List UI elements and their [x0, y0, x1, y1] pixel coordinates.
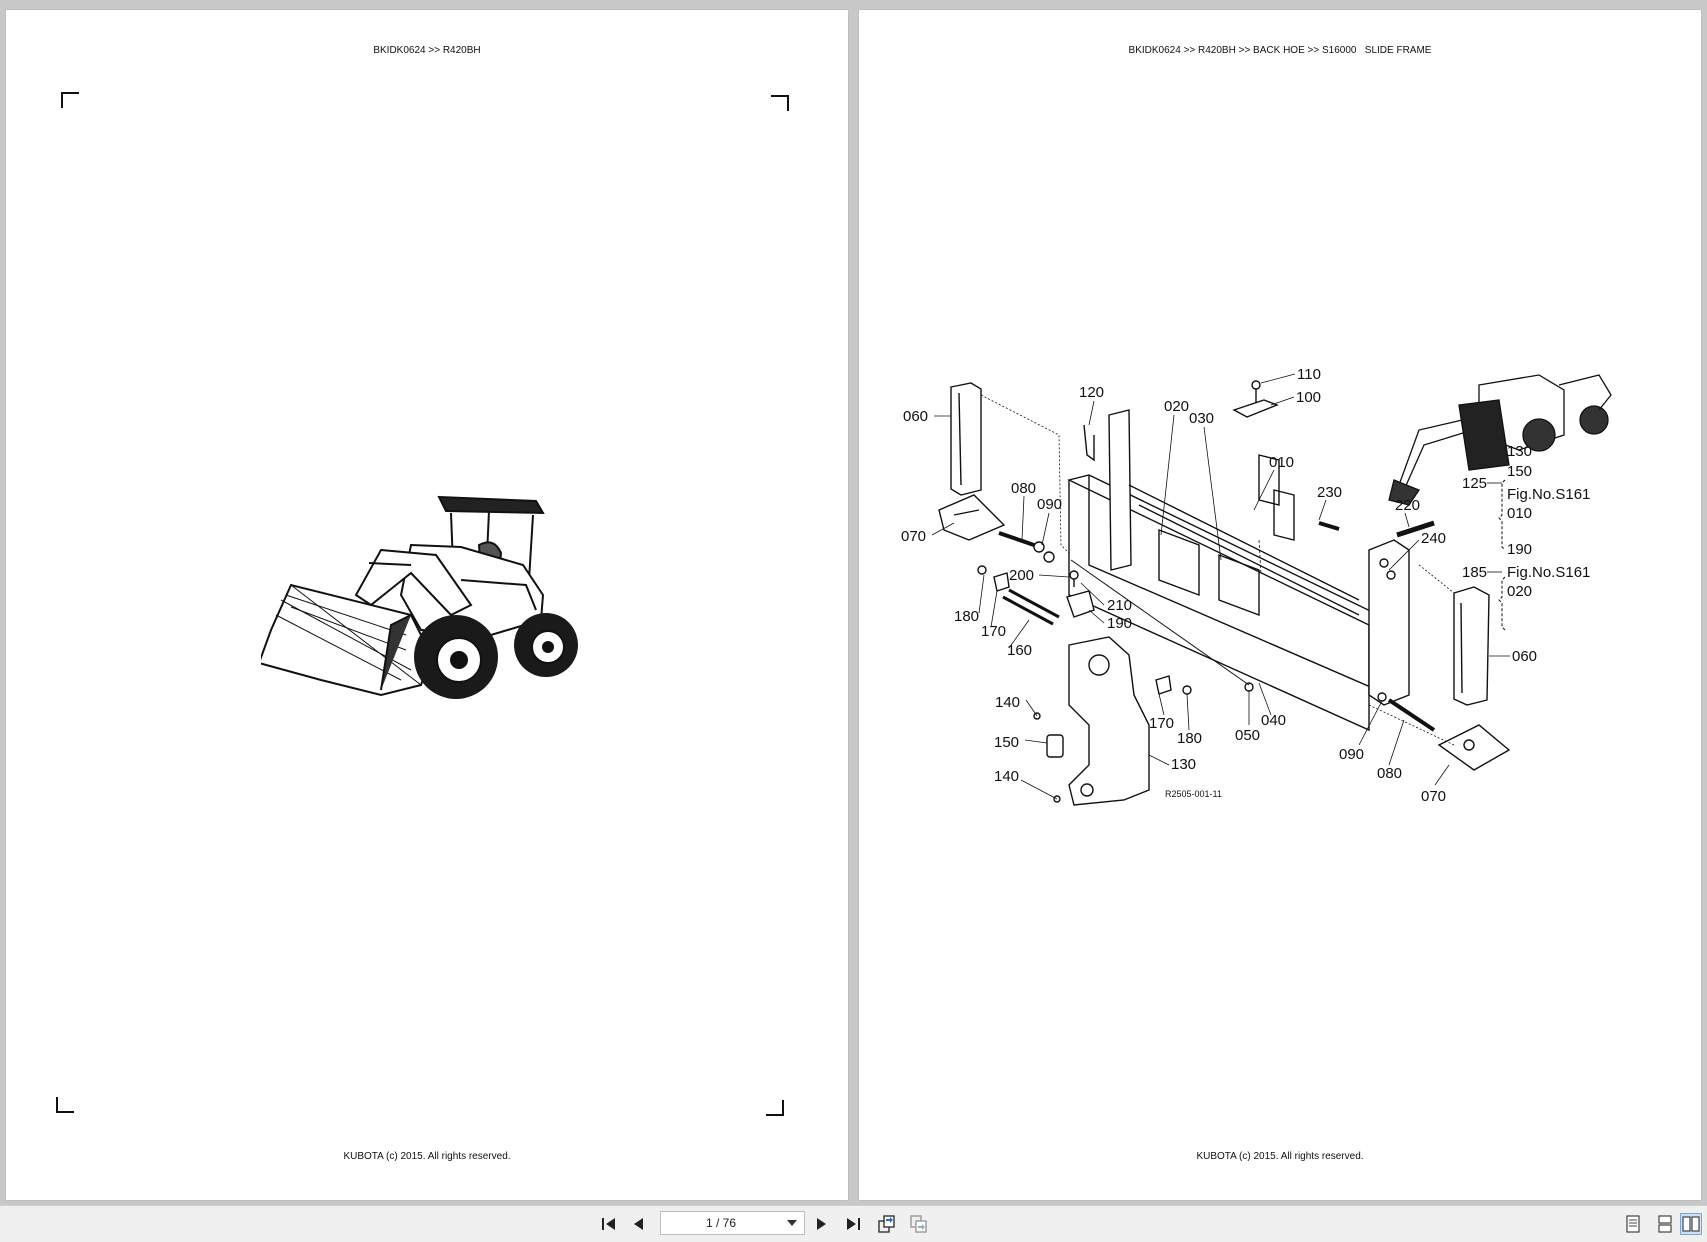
crop-mark-top-left [61, 92, 79, 108]
callout-080-right: 080 [1377, 765, 1402, 782]
callout-200: 200 [1009, 567, 1034, 584]
callout-125: 125 [1462, 475, 1487, 492]
callout-100: 100 [1296, 389, 1321, 406]
callout-210: 210 [1107, 597, 1132, 614]
left-document-page: BKIDK0624 >> R420BH [6, 10, 848, 1200]
rear-wheel-icon [514, 613, 578, 677]
callout-185: 185 [1462, 564, 1487, 581]
next-page-icon[interactable] [810, 1213, 832, 1235]
callout-010: 010 [1269, 454, 1294, 471]
wheel-loader-illustration [261, 495, 578, 699]
left-page-header: BKIDK0624 >> R420BH [373, 45, 481, 56]
callout-030: 030 [1189, 410, 1214, 427]
crop-mark-bottom-right [766, 1100, 784, 1116]
group-125-item-150: 150 [1507, 463, 1532, 480]
single-page-view-icon[interactable] [1622, 1213, 1644, 1235]
callout-090-left: 090 [1037, 496, 1062, 513]
callout-140-top: 140 [995, 694, 1020, 711]
callout-060-right: 060 [1512, 648, 1537, 665]
callout-160: 160 [1007, 642, 1032, 659]
callout-110: 110 [1297, 366, 1321, 383]
group-125-fig-ref: Fig.No.S161 [1507, 486, 1590, 503]
callout-050: 050 [1235, 727, 1260, 744]
callout-040: 040 [1261, 712, 1286, 729]
callout-180-left: 180 [954, 608, 979, 625]
callout-170-right: 170 [1149, 715, 1174, 732]
group-185-fig-ref: Fig.No.S161 [1507, 564, 1590, 581]
callout-230: 230 [1317, 484, 1342, 501]
right-document-page: BKIDK0624 >> R420BH >> BACK HOE >> S1600… [859, 10, 1701, 1200]
right-page-footer: KUBOTA (c) 2015. All rights reserved. [1196, 1151, 1364, 1162]
callout-140-bottom: 140 [994, 768, 1019, 785]
group-185-item-020: 020 [1507, 583, 1532, 600]
drawing-code: R2505-001-11 [1165, 789, 1222, 799]
callout-240: 240 [1421, 530, 1446, 547]
crop-mark-top-right [771, 95, 789, 111]
callout-180-right: 180 [1177, 730, 1202, 747]
right-page-header: BKIDK0624 >> R420BH >> BACK HOE >> S1600… [1128, 45, 1432, 56]
prev-page-icon[interactable] [628, 1213, 650, 1235]
callout-120: 120 [1079, 384, 1104, 401]
callout-130: 130 [1171, 756, 1196, 773]
front-wheel-icon [414, 615, 498, 699]
group-125-item-010: 010 [1507, 505, 1532, 522]
callout-190: 190 [1107, 615, 1132, 632]
callout-150: 150 [994, 734, 1019, 751]
continuous-view-icon[interactable] [1654, 1213, 1676, 1235]
rotate-right-icon[interactable] [908, 1213, 930, 1235]
backhoe-mini-illustration [1388, 374, 1612, 506]
viewer-toolbar [0, 1205, 1707, 1242]
callout-090-right: 090 [1339, 746, 1364, 763]
callout-060-left: 060 [903, 408, 928, 425]
rotate-left-icon[interactable] [876, 1213, 898, 1235]
callout-170-left: 170 [981, 623, 1006, 640]
page-number-input[interactable] [661, 1212, 781, 1234]
callout-070-left: 070 [901, 528, 926, 545]
group-185-item-190: 190 [1507, 541, 1532, 558]
callout-020: 020 [1164, 398, 1189, 415]
callout-080-left: 080 [1011, 480, 1036, 497]
chevron-down-icon[interactable] [782, 1212, 802, 1234]
callout-070-right: 070 [1421, 788, 1446, 805]
slide-frame-parts-diagram: 060 120 020 030 110 100 010 080 090 070 … [901, 366, 1612, 806]
first-page-icon[interactable] [598, 1213, 620, 1235]
group-125-item-130: 130 [1507, 443, 1532, 460]
facing-view-icon[interactable] [1680, 1213, 1702, 1235]
crop-mark-bottom-left [56, 1097, 74, 1113]
left-page-footer: KUBOTA (c) 2015. All rights reserved. [343, 1151, 511, 1162]
page-number-field[interactable] [660, 1211, 805, 1235]
callout-220: 220 [1395, 497, 1420, 514]
last-page-icon[interactable] [842, 1213, 864, 1235]
